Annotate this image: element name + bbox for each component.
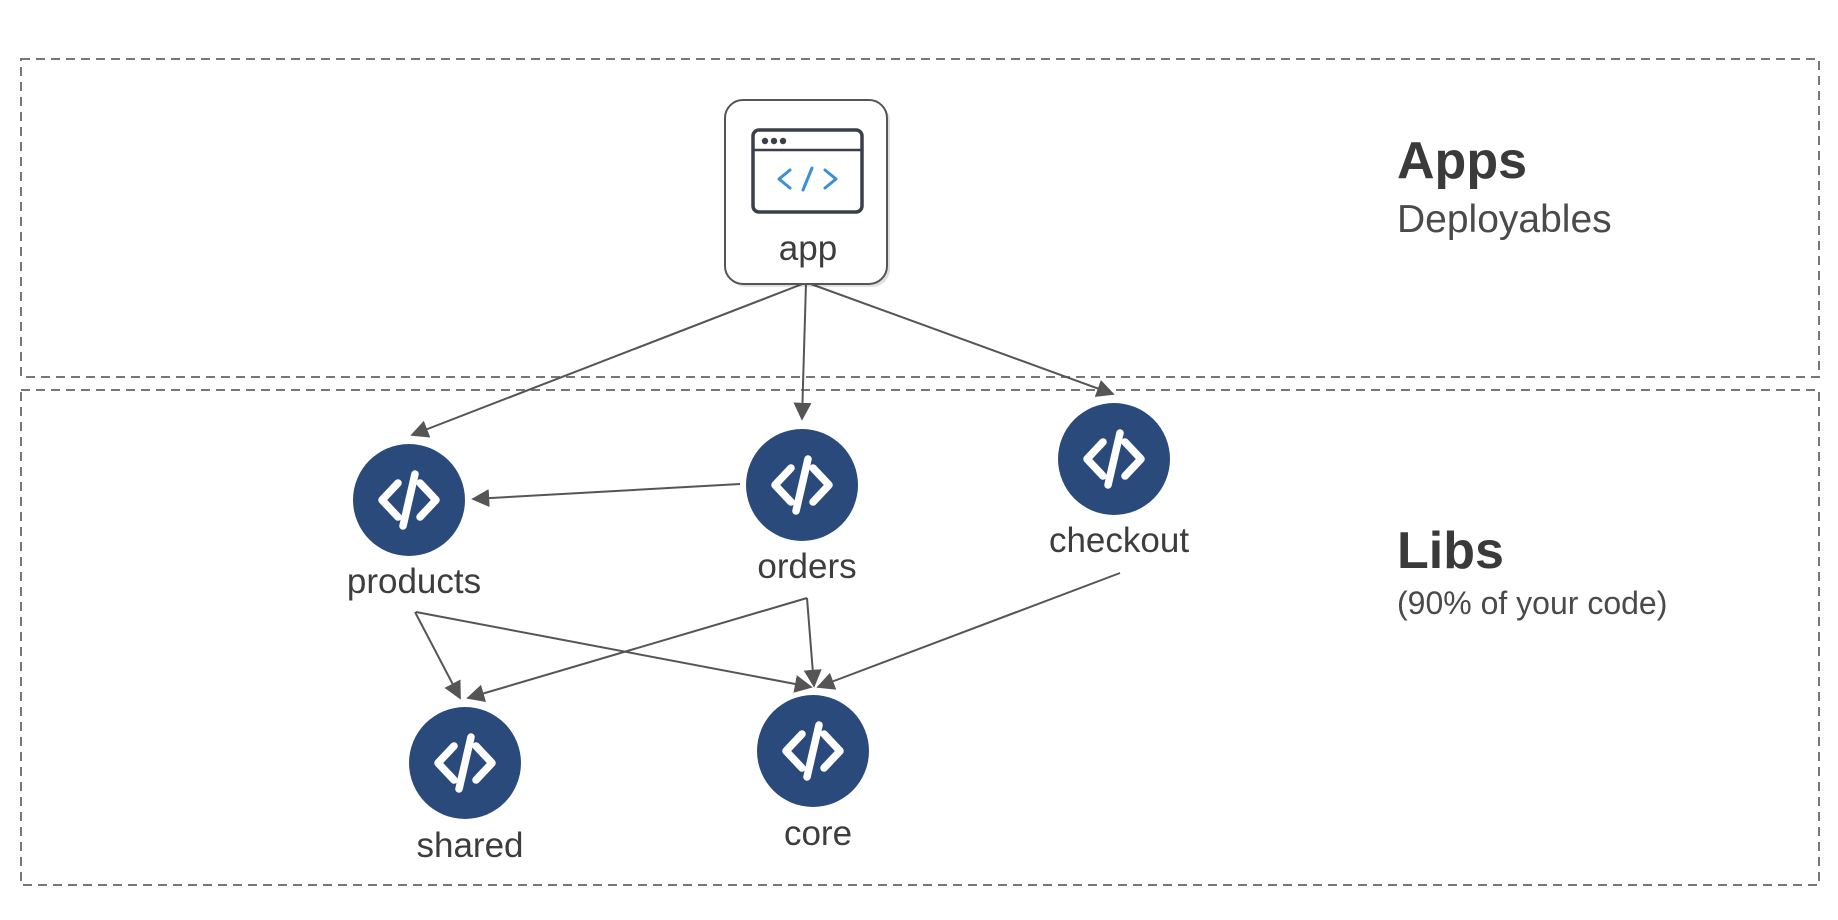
- edge-orders-core: [803, 597, 822, 688]
- node-app[interactable]: app: [724, 99, 890, 287]
- node-label-orders: orders: [757, 547, 856, 586]
- edge-app-checkout: [807, 282, 1115, 397]
- edge-orders-products: [471, 483, 741, 508]
- edge-products-core: [415, 611, 813, 693]
- node-label-shared: shared: [416, 826, 523, 865]
- apps-zone-subtitle: Deployables: [1397, 198, 1612, 241]
- edge-app-orders: [793, 282, 812, 421]
- edge-products-shared: [414, 611, 461, 700]
- edge-orders-shared: [466, 597, 808, 703]
- edge-app-products: [410, 282, 806, 438]
- node-orders[interactable]: orders: [746, 429, 858, 586]
- node-label-core: core: [784, 814, 852, 853]
- edges: [410, 282, 1121, 703]
- libs-zone: [20, 389, 1820, 886]
- node-checkout[interactable]: checkout: [1049, 403, 1189, 560]
- libs-zone-subtitle: (90% of your code): [1397, 585, 1667, 621]
- apps-zone-title: Apps: [1397, 132, 1527, 190]
- edge-checkout-core: [816, 572, 1121, 690]
- node-label-checkout: checkout: [1049, 521, 1189, 560]
- libs-zone-title: Libs: [1397, 522, 1504, 580]
- node-shared[interactable]: shared: [409, 707, 524, 865]
- node-products[interactable]: products: [347, 444, 481, 601]
- node-label-app: app: [779, 229, 837, 268]
- browser-code-icon: [751, 128, 864, 214]
- apps-zone: [20, 58, 1820, 378]
- node-core[interactable]: core: [757, 695, 869, 853]
- node-label-products: products: [347, 562, 481, 601]
